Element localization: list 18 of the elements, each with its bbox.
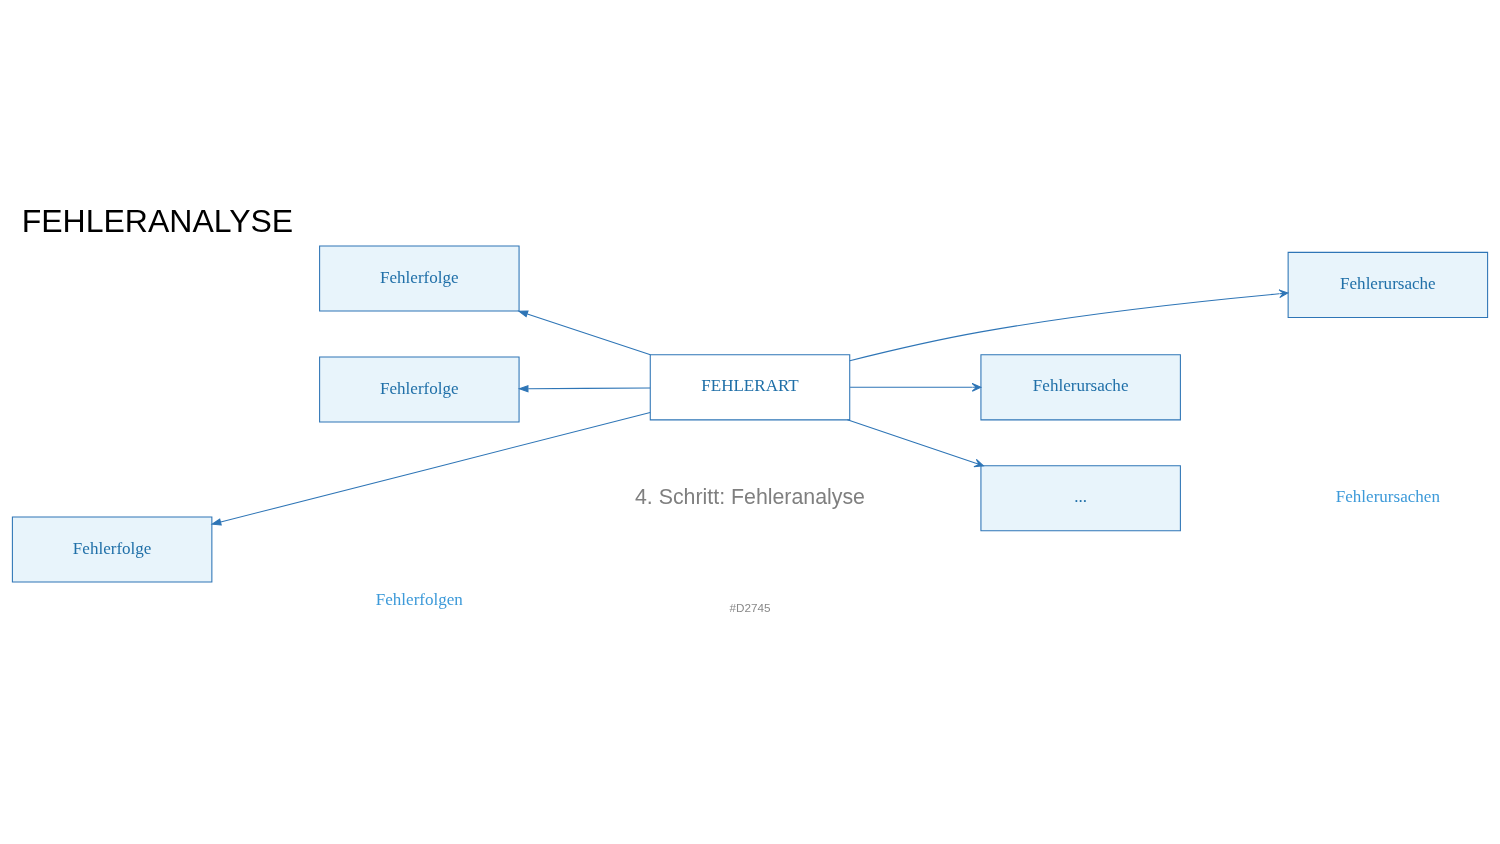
label: #D2745: [729, 601, 771, 615]
label: Fehlerfolgen: [375, 589, 463, 609]
arrow: [517, 385, 651, 393]
arrow: [849, 289, 1289, 362]
node-box: FEHLERART: [649, 354, 851, 421]
label: 4. Schritt: Fehleranalyse: [635, 484, 865, 509]
arrow: [517, 310, 651, 356]
arrow: [210, 412, 651, 526]
node-box: Fehlerursache: [1287, 251, 1489, 318]
arrow: [849, 382, 982, 392]
node-box: Fehlerfolge: [319, 245, 520, 312]
arrow: [846, 419, 984, 468]
diagram-title: FEHLERANALYSE: [21, 203, 294, 240]
node-box: Fehlerfolge: [319, 356, 520, 423]
node-box: Fehlerfolge: [11, 516, 213, 583]
label: Fehlerursachen: [1335, 487, 1440, 507]
node-box: ...: [980, 465, 1181, 532]
node-box: Fehlerursache: [980, 354, 1181, 421]
